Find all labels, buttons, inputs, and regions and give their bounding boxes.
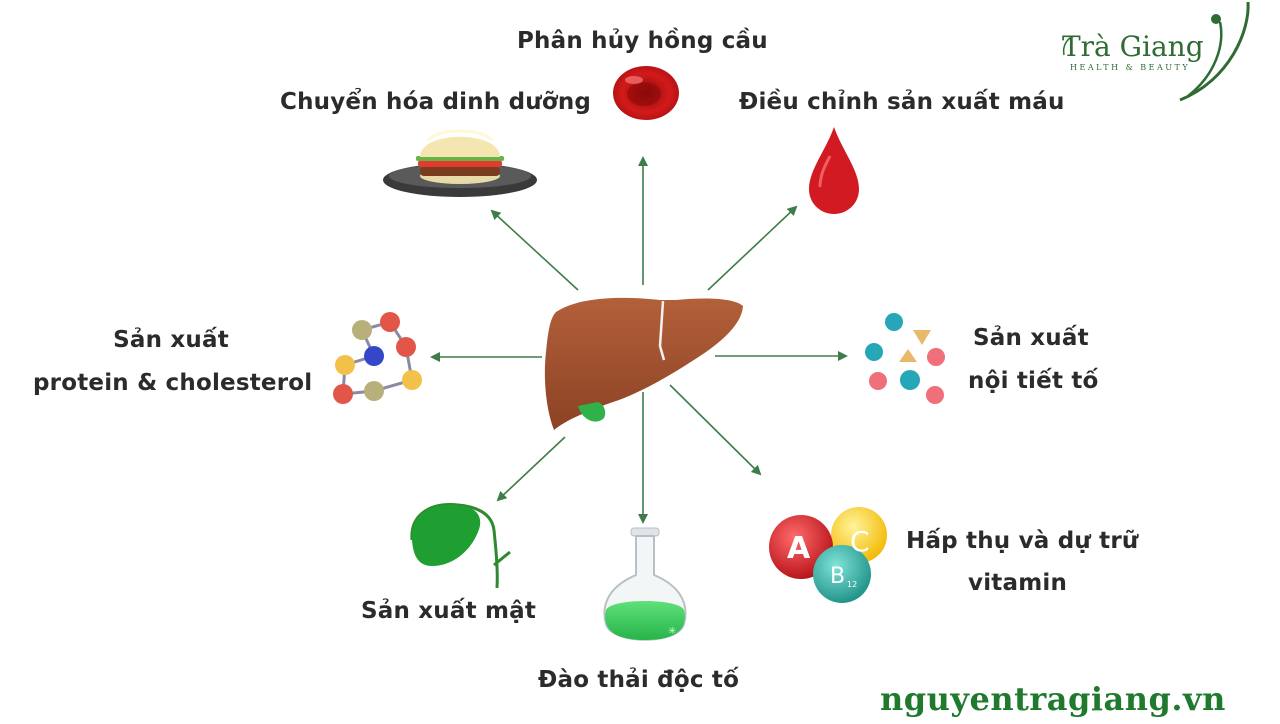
liver-icon (544, 297, 743, 430)
vitamin-b-letter: B (830, 564, 845, 589)
label-detox: Đào thải độc tố (538, 667, 740, 693)
arrows (430, 156, 848, 524)
website-url: nguyentragiang.vn (880, 680, 1226, 718)
vitamin-c-letter: C (850, 525, 870, 558)
arrow-bottom-right (669, 384, 762, 476)
label-protein-line1: Sản xuất (113, 327, 229, 353)
label-hormone-line2: nội tiết tố (968, 368, 1099, 394)
label-blood-production: Điều chỉnh sản xuất máu (739, 89, 1065, 115)
hormones-icon (865, 313, 945, 404)
blood-drop-icon (809, 127, 859, 214)
burger-icon (383, 129, 537, 197)
label-vitamin-line1: Hấp thụ và dự trữ (906, 528, 1139, 554)
arrow-top-left (490, 209, 579, 291)
flask-icon: ✳ (603, 527, 687, 641)
brand-logo-text: Trà Giang (1062, 30, 1204, 63)
protein-molecule-icon (333, 312, 422, 404)
label-bile-production: Sản xuất mật (361, 598, 537, 624)
label-hormone-line1: Sản xuất (973, 325, 1089, 351)
vitamins-icon: C A B 12 (769, 507, 887, 603)
svg-text:✳: ✳ (668, 626, 676, 637)
label-protein-line2: protein & cholesterol (33, 370, 313, 396)
brand-swoosh-icon (1062, 1, 1250, 102)
label-red-blood-cell-breakdown: Phân hủy hồng cầu (517, 28, 768, 54)
vitamin-a-letter: A (787, 531, 811, 566)
brand-logo-subtitle: HEALTH & BEAUTY (1070, 63, 1191, 72)
arrow-top-right (707, 205, 798, 291)
red-blood-cell-icon (613, 66, 679, 120)
label-nutrient-metabolism: Chuyển hóa dinh dưỡng (280, 89, 592, 115)
gallbladder-icon (410, 503, 511, 589)
vitamin-b-subscript: 12 (847, 580, 857, 589)
label-vitamin-line2: vitamin (968, 570, 1068, 596)
arrow-bottom-left (496, 436, 566, 502)
